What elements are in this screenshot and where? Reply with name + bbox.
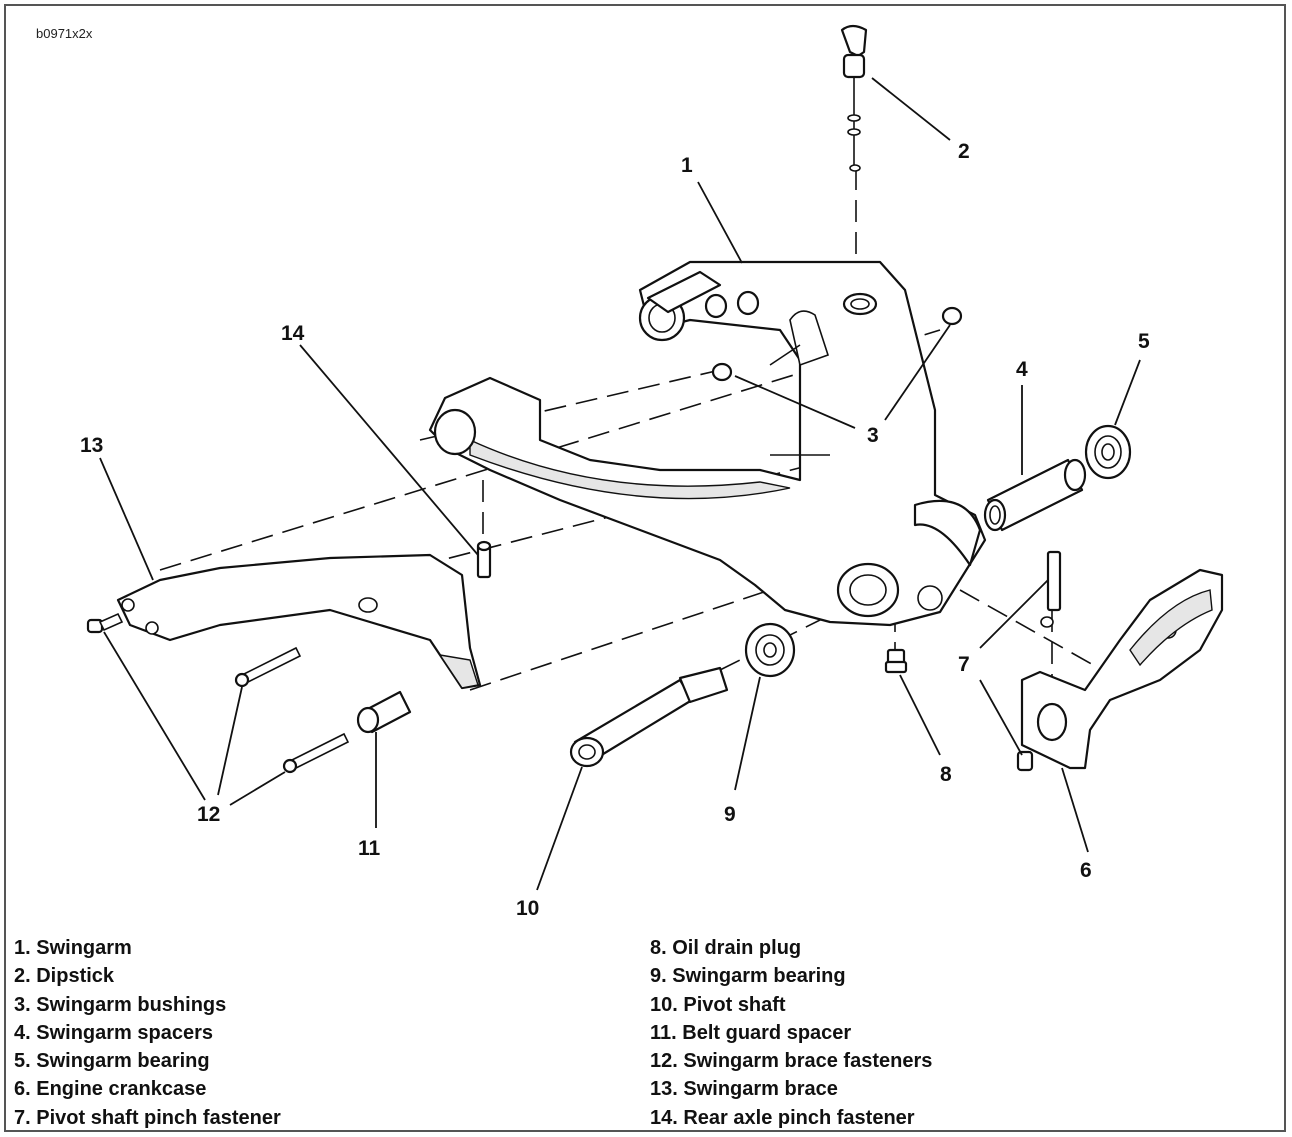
oil-drain-plug	[884, 648, 908, 674]
figure-id: b0971x2x	[36, 26, 93, 41]
callout-2: 2	[958, 140, 970, 163]
callout-9: 9	[724, 803, 736, 826]
assembly-lines	[159, 168, 1121, 700]
callout-12: 12	[197, 803, 220, 826]
callout-3a: 3	[867, 424, 879, 447]
callout-11: 11	[358, 837, 381, 860]
legend-item: 8. Oil drain plug	[650, 937, 802, 959]
swingarm	[428, 260, 987, 627]
swingarm-bearing-left	[744, 622, 796, 678]
swingarm-bearing-right	[1084, 424, 1132, 480]
rear-axle-pinch-fastener	[476, 540, 492, 579]
swingarm-brace	[116, 553, 482, 690]
legend-item: 4. Swingarm spacers	[14, 1021, 213, 1044]
legend-left-column: 1. Swingarm 2. Dipstick 3. Swingarm bush…	[14, 934, 281, 1132]
exploded-diagram: 1 2 3 3 4 5 6 7 8 9 10 11 12 13 14	[80, 24, 1224, 920]
legend-item: 2. Dipstick	[14, 965, 115, 988]
legend-item: 6. Engine crankcase	[14, 1078, 207, 1101]
engine-crankcase	[1020, 568, 1224, 770]
legend-item: 10. Pivot shaft	[650, 993, 786, 1016]
legend-item: 13. Swingarm brace	[650, 1078, 838, 1101]
pivot-shaft-pinch-fastener	[1016, 550, 1062, 772]
swingarm-brace-fasteners	[86, 612, 350, 774]
callout-1: 1	[681, 154, 693, 177]
swingarm-bushings	[711, 306, 963, 382]
callout-4: 4	[1016, 358, 1028, 381]
callout-14: 14	[281, 322, 305, 345]
legend-item: 7. Pivot shaft pinch fastener	[14, 1106, 281, 1129]
leader-lines	[99, 77, 1141, 891]
legend-item: 14. Rear axle pinch fastener	[650, 1106, 915, 1129]
pivot-shaft	[569, 666, 729, 768]
legend-item: 3. Swingarm bushings	[14, 993, 227, 1016]
legend-item: 11. Belt guard spacer	[650, 1021, 852, 1044]
legend-item: 12. Swingarm brace fasteners	[650, 1050, 933, 1073]
callout-5: 5	[1138, 330, 1150, 353]
callout-7: 7	[958, 653, 970, 676]
legend-item: 1. Swingarm	[14, 937, 132, 959]
swingarm-spacers	[983, 458, 1087, 532]
callout-10: 10	[516, 897, 539, 920]
callouts: 1 2 3 3 4 5 6 7 8 9 10 11 12 13 14	[80, 140, 1150, 920]
legend-right-column: 8. Oil drain plug 9. Swingarm bearing 10…	[650, 934, 932, 1132]
dipstick	[840, 24, 868, 172]
belt-guard-spacer	[356, 690, 412, 734]
legend-item: 9. Swingarm bearing	[650, 965, 846, 988]
callout-13: 13	[80, 434, 103, 457]
callout-8: 8	[940, 763, 952, 786]
callout-6: 6	[1080, 859, 1092, 882]
legend-item: 5. Swingarm bearing	[14, 1050, 210, 1073]
